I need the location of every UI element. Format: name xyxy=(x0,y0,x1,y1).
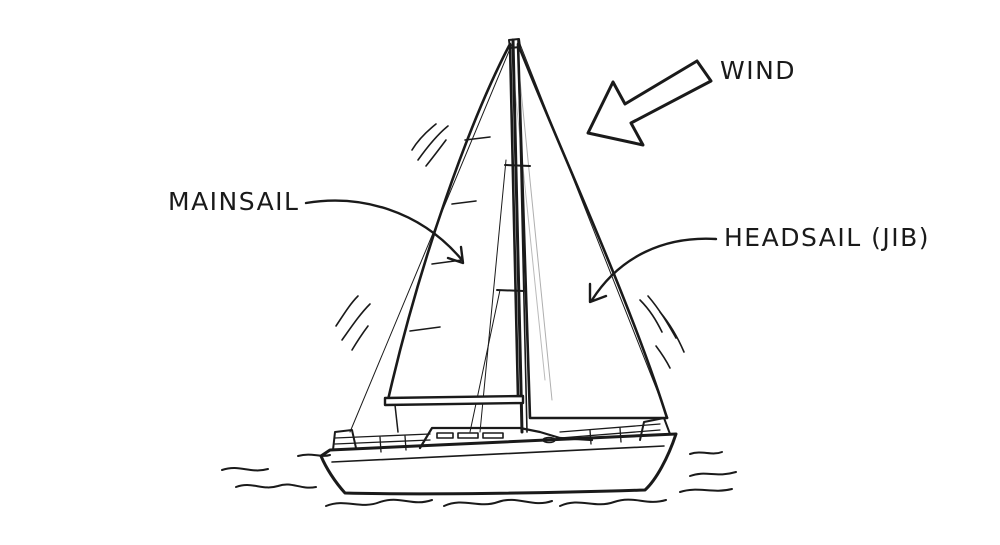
spreaders xyxy=(496,164,531,292)
boom xyxy=(383,394,525,407)
headsail-label: HEADSAIL (JIB) xyxy=(724,223,931,252)
mast xyxy=(511,38,524,434)
mainsail-shape xyxy=(386,42,520,402)
bow-pulpit xyxy=(639,417,671,441)
cabin xyxy=(418,426,594,450)
wind-arrow-icon xyxy=(586,59,713,147)
mainsail-pointer xyxy=(304,199,464,262)
mainsail-battens xyxy=(409,136,491,332)
rigging-lines xyxy=(349,43,669,433)
mainsail-label: MAINSAIL xyxy=(168,187,300,216)
headsail-pointer xyxy=(590,237,718,302)
motion-lines xyxy=(335,123,685,369)
stern-pulpit xyxy=(332,429,357,451)
wind-label: WIND xyxy=(720,56,797,85)
water-waves xyxy=(221,451,737,507)
